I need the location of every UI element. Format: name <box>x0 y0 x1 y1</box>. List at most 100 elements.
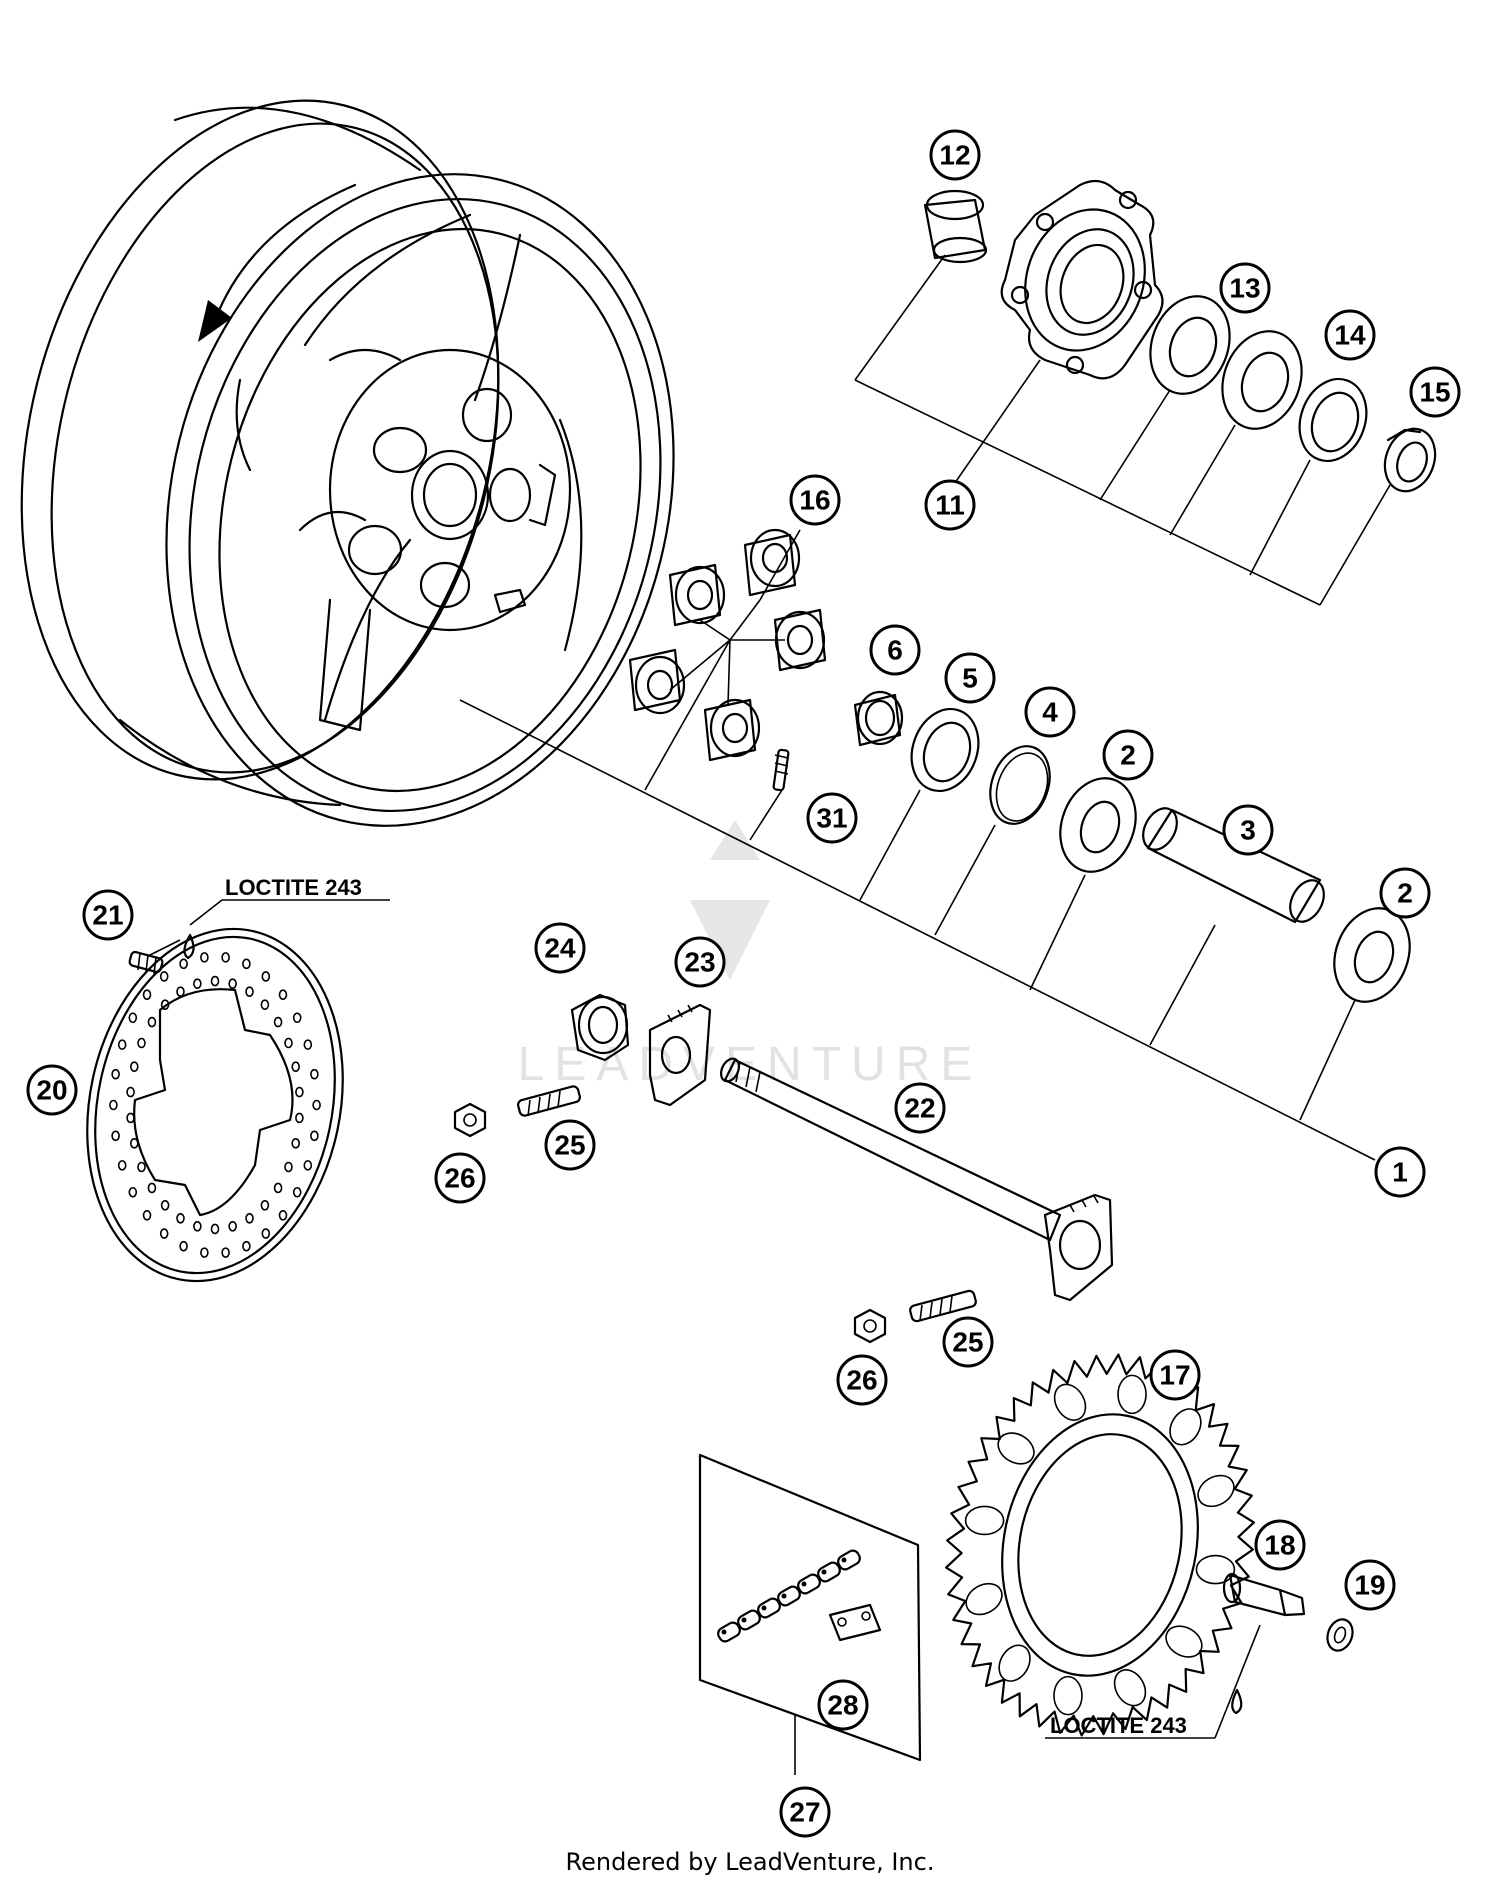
callout-16[interactable]: 16 <box>789 474 841 526</box>
callout-27[interactable]: 27 <box>779 1786 831 1838</box>
sprocket-hole <box>1169 1408 1202 1446</box>
callout-6[interactable]: 6 <box>869 624 921 676</box>
callout-11[interactable]: 11 <box>924 479 976 531</box>
svg-text:18: 18 <box>1264 1530 1295 1561</box>
disc-hole <box>129 1138 139 1149</box>
callout-18[interactable]: 18 <box>1254 1519 1306 1571</box>
disc-hole <box>179 958 188 970</box>
disc-hole <box>261 971 271 982</box>
callout-5[interactable]: 5 <box>944 652 996 704</box>
spacer-6 <box>853 690 904 747</box>
adjuster-bolt-25a <box>517 1085 581 1117</box>
chain-pin <box>761 1605 767 1611</box>
disc-hole <box>273 1182 283 1194</box>
disc-hole <box>303 1039 313 1050</box>
circlip-4 <box>989 745 1051 825</box>
rear-wheel <box>20 99 675 827</box>
callout-2a[interactable]: 2 <box>1102 729 1154 781</box>
disc-hole <box>221 1247 230 1258</box>
callout-21[interactable]: 21 <box>82 889 134 941</box>
sprocket-hole <box>965 1582 1003 1616</box>
disc-hole <box>291 1138 301 1149</box>
disc-hole <box>111 1068 120 1080</box>
svg-text:11: 11 <box>935 490 965 521</box>
chain-pin <box>841 1557 847 1563</box>
svg-text:27: 27 <box>789 1797 820 1828</box>
disc-hole <box>221 952 230 963</box>
chain-link <box>777 1585 801 1607</box>
callout-26a[interactable]: 26 <box>434 1152 486 1204</box>
callout-20[interactable]: 20 <box>26 1064 78 1116</box>
loctite-note-bottom: LOCTITE 243 <box>1050 1713 1187 1738</box>
callout-31[interactable]: 31 <box>806 792 858 844</box>
disc-hole <box>284 1037 293 1049</box>
callout-13[interactable]: 13 <box>1219 262 1271 314</box>
disc-hole <box>160 1200 170 1211</box>
disc-hole <box>200 952 209 963</box>
sprocket-hole <box>1053 1675 1083 1716</box>
sprocket-hole <box>997 1432 1035 1465</box>
callout-14[interactable]: 14 <box>1324 309 1376 361</box>
callout-3[interactable]: 3 <box>1222 804 1274 856</box>
callout-15[interactable]: 15 <box>1409 366 1461 418</box>
callout-28[interactable]: 28 <box>817 1679 869 1731</box>
sprocket-hole <box>998 1644 1031 1682</box>
callout-25b[interactable]: 25 <box>942 1316 994 1368</box>
callout-23[interactable]: 23 <box>674 936 726 988</box>
sprocket-outline <box>945 1353 1255 1737</box>
disc-hole <box>292 1012 302 1024</box>
disc-hole <box>160 999 170 1010</box>
disc-hole <box>292 1186 302 1198</box>
svg-text:19: 19 <box>1354 1570 1385 1601</box>
disc-hole <box>129 1061 139 1072</box>
callout-2b[interactable]: 2 <box>1379 867 1431 919</box>
disc-hole <box>284 1161 293 1173</box>
svg-text:13: 13 <box>1229 273 1260 304</box>
disc-hole <box>278 989 288 1000</box>
callout-12[interactable]: 12 <box>929 129 981 181</box>
svg-text:12: 12 <box>939 140 970 171</box>
callout-24[interactable]: 24 <box>534 922 586 974</box>
bearings-13 <box>1149 295 1303 430</box>
brake-disc-20 <box>86 927 344 1283</box>
sprocket-carrier <box>1000 179 1164 380</box>
callout-4[interactable]: 4 <box>1024 686 1076 738</box>
bolt-21 <box>128 950 164 975</box>
spacer-15 <box>1383 427 1437 493</box>
nut-19 <box>1326 1618 1354 1652</box>
sprocket-hole <box>1197 1474 1235 1508</box>
callout-19[interactable]: 19 <box>1344 1559 1396 1611</box>
chain-link <box>757 1597 781 1619</box>
callout-26b[interactable]: 26 <box>836 1354 888 1406</box>
chain-pin <box>821 1569 827 1575</box>
nut-26b <box>853 1308 887 1344</box>
callout-17[interactable]: 17 <box>1149 1349 1201 1401</box>
seal-5 <box>910 707 980 793</box>
disc-hole <box>242 958 251 970</box>
svg-text:28: 28 <box>827 1690 858 1721</box>
disc-hole <box>176 986 185 998</box>
svg-text:16: 16 <box>799 485 830 516</box>
disc-hole <box>128 1186 138 1198</box>
chain-link <box>817 1561 841 1583</box>
sprocket-hole <box>1113 1669 1147 1707</box>
chain-link <box>797 1573 821 1595</box>
svg-text:21: 21 <box>92 900 123 931</box>
disc-hole <box>210 1223 220 1235</box>
svg-text:14: 14 <box>1334 320 1366 351</box>
rear-sprocket-17 <box>945 1353 1255 1737</box>
callout-22[interactable]: 22 <box>894 1082 946 1134</box>
callout-1[interactable]: 1 <box>1374 1146 1426 1198</box>
svg-text:6: 6 <box>887 635 903 666</box>
chain-pin <box>721 1629 727 1635</box>
disc-hole <box>310 1068 319 1080</box>
disc-hole <box>278 1210 288 1221</box>
loctite-note-top: LOCTITE 243 <box>225 875 362 900</box>
svg-text:31: 31 <box>816 803 847 834</box>
chain-pin <box>781 1593 787 1599</box>
disc-hole <box>142 1210 152 1221</box>
disc-hole <box>109 1099 118 1111</box>
callout-25a[interactable]: 25 <box>544 1119 596 1171</box>
disc-hole <box>295 1086 304 1098</box>
